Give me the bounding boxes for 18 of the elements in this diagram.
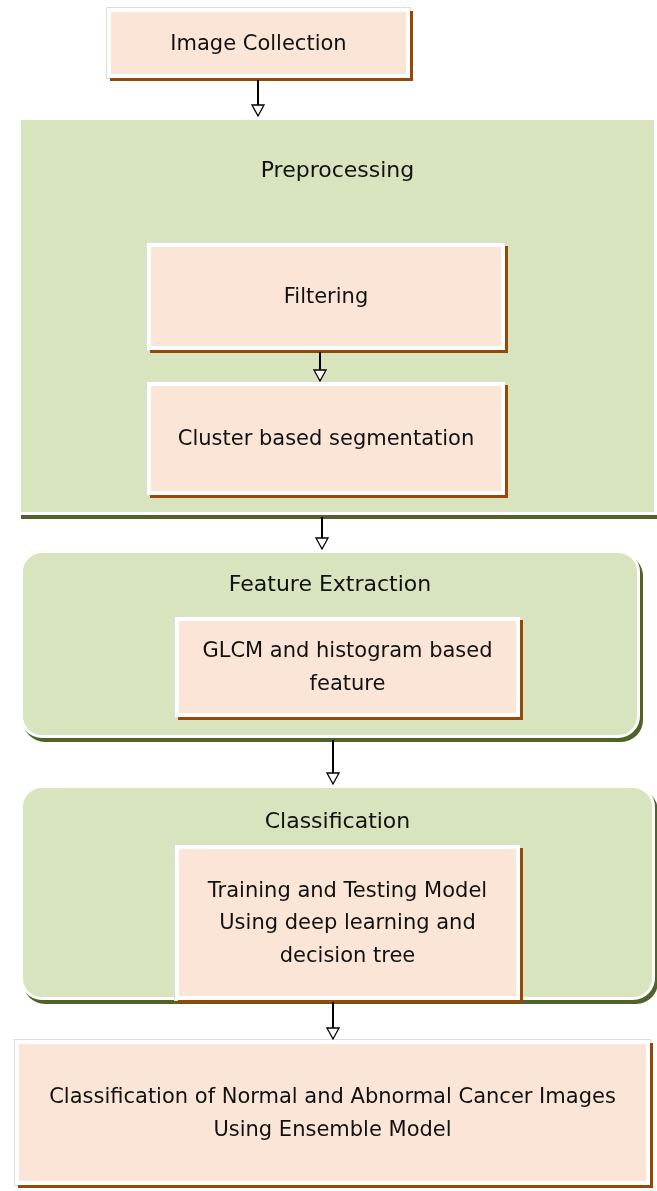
arrow <box>326 739 340 785</box>
process-box <box>147 382 505 495</box>
stage-heading: Feature Extraction <box>227 571 433 596</box>
stage-heading: Classification <box>263 808 412 833</box>
arrow <box>326 1001 340 1040</box>
process-box <box>147 243 505 350</box>
step-label: Image Collection <box>170 29 347 57</box>
arrow <box>313 351 327 382</box>
process-box <box>175 617 520 717</box>
process-box <box>175 845 520 1000</box>
step-label: Filtering <box>283 283 369 311</box>
arrow <box>251 79 265 117</box>
step-label: Cluster based segmentation <box>177 425 475 453</box>
stage-heading: Preprocessing <box>259 157 416 182</box>
step-label: Classification of Normal and Abnormal Cancer Images Using Ensemble Model <box>48 1082 617 1143</box>
arrow <box>315 516 329 550</box>
step-label: GLCM and histogram based feature <box>201 637 494 697</box>
step-label: Training and Testing Model Using deep learning and decision tree <box>206 876 489 969</box>
